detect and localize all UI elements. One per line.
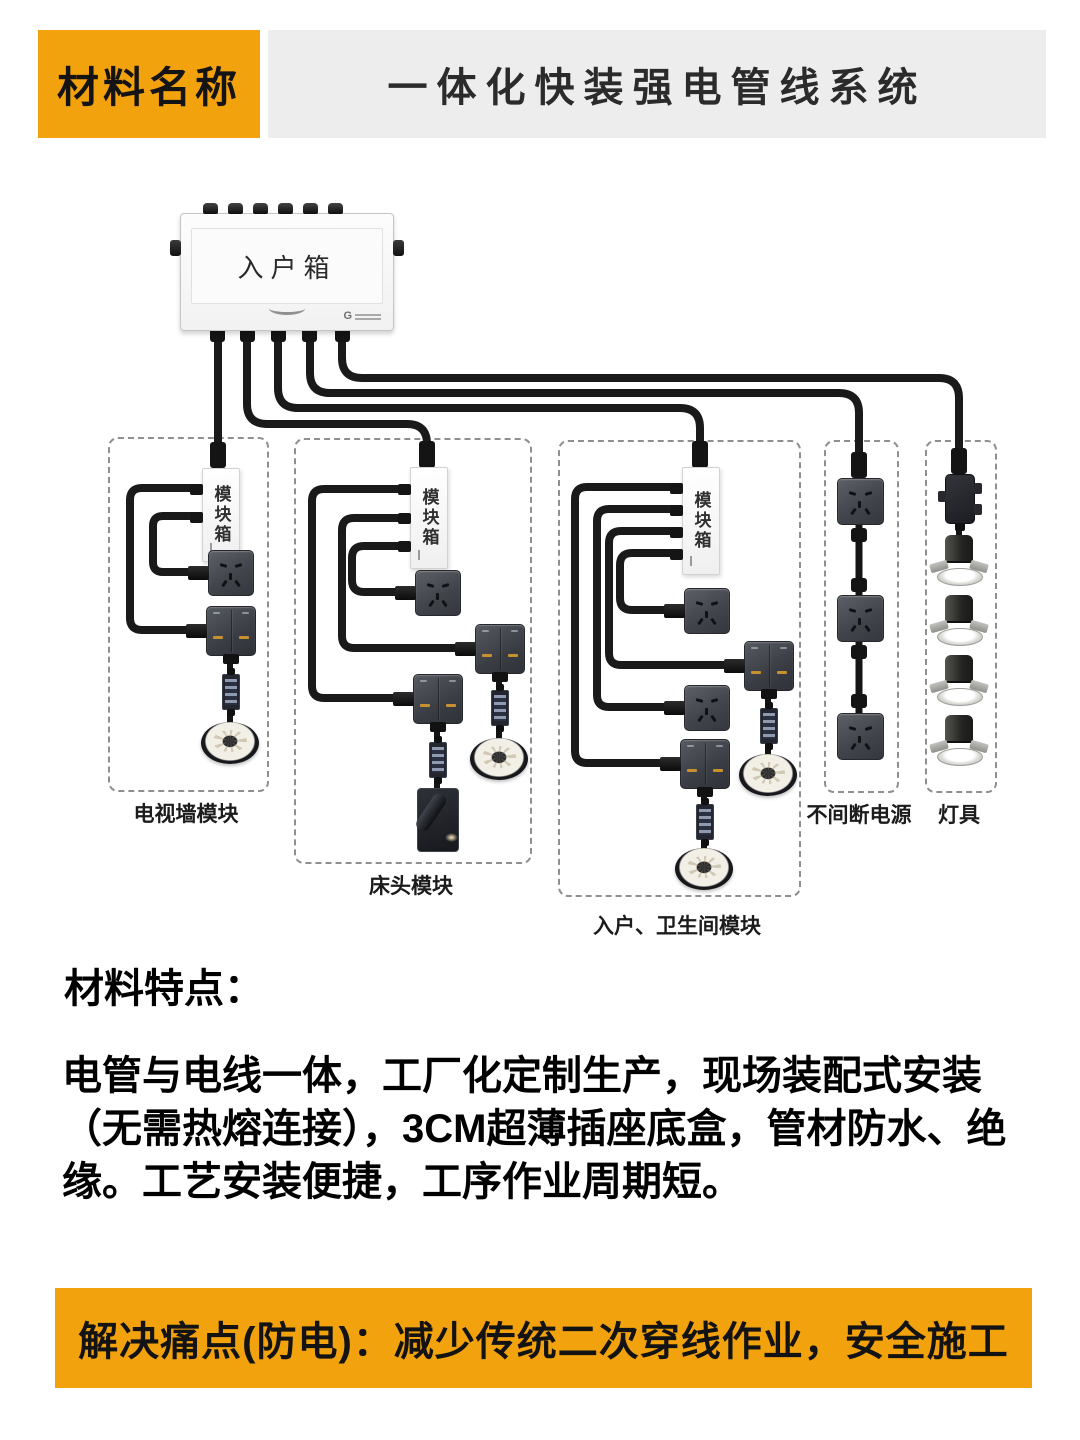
connector-nub-icon	[190, 484, 203, 495]
plug-connector-icon	[186, 624, 207, 638]
group-label-bedside: 床头模块	[369, 875, 453, 898]
led-driver	[760, 702, 778, 750]
connector-nub-icon	[670, 527, 683, 538]
socket-outlet-ups	[837, 478, 884, 525]
led-strip-coil	[470, 738, 528, 780]
socket-outlet	[664, 685, 730, 731]
connector-nub-icon	[253, 203, 268, 214]
connector-nub-icon	[430, 722, 446, 732]
connector-nub-icon	[303, 203, 318, 214]
led-strip-coil	[675, 848, 733, 890]
connector-nub-icon	[398, 541, 411, 552]
plug-connector-icon	[660, 757, 681, 771]
socket-outlet-ups	[837, 713, 884, 760]
connector-nub-icon	[670, 549, 683, 560]
features-heading: 材料特点：	[64, 967, 264, 1011]
led-driver	[429, 736, 447, 784]
connector-nub-icon	[190, 512, 203, 523]
connector-nub-icon	[955, 523, 965, 531]
downlight	[929, 595, 989, 646]
module-box-tv-wall: 模块箱	[190, 468, 240, 562]
material-name-tag: 材料名称	[38, 30, 260, 138]
switch-panel	[393, 674, 463, 732]
connector-nub-icon	[492, 672, 508, 682]
features-line-3: 缘。工艺安装便捷，工序作业周期短。	[62, 1160, 742, 1204]
connector-nub-icon	[398, 513, 411, 524]
handle-arc-icon	[269, 302, 305, 315]
entry-box-label: 入户箱	[237, 252, 337, 283]
group-label-entry-bathroom: 入户、卫生间模块	[593, 915, 761, 938]
plug-connector-icon	[395, 586, 416, 600]
connector-nub-icon	[697, 787, 713, 797]
group-label-tv-wall: 电视墙模块	[133, 803, 239, 826]
module-box-bedside: 模块箱	[398, 467, 448, 569]
led-driver	[491, 684, 509, 732]
brand-logo-icon: G	[343, 311, 381, 322]
page-title: 一体化快装强电管线系统	[268, 30, 1046, 138]
lamp-glow-icon	[445, 833, 458, 842]
switch-panel	[186, 606, 256, 664]
connector-nub-icon	[761, 689, 777, 699]
lamp-head-icon	[413, 790, 449, 834]
group-box-tv-wall	[108, 437, 269, 792]
features-line-2: （无需热熔连接），3CM超薄插座底盒，管材防水、绝	[62, 1107, 1007, 1151]
group-label-lamps: 灯具	[938, 804, 980, 827]
features-paragraph: 电管与电线一体，工厂化定制生产，现场装配式安装 （无需热熔连接），3CM超薄插座…	[62, 1050, 1032, 1209]
socket-outlet	[395, 570, 461, 616]
downlight	[929, 715, 989, 766]
plug-connector-icon	[664, 604, 685, 618]
led-strip-coil	[201, 722, 259, 764]
module-box-label: 模块箱	[211, 485, 231, 545]
led-strip-coil	[739, 754, 797, 796]
socket-outlet-ups	[837, 595, 884, 642]
connector-nub-icon	[670, 483, 683, 494]
plug-connector-icon	[188, 566, 209, 580]
bedside-reading-lamp	[413, 788, 459, 852]
connector-nub-icon	[223, 654, 239, 664]
module-box-label: 模块箱	[691, 491, 711, 551]
entry-box-panel: 入户箱	[191, 228, 383, 304]
connector-nub-icon	[670, 505, 683, 516]
switch-panel	[724, 641, 794, 699]
socket-outlet	[188, 550, 254, 596]
downlight	[929, 655, 989, 706]
connector-nub-icon	[398, 484, 411, 495]
lamp-junction-box	[938, 474, 982, 531]
led-driver	[696, 798, 714, 846]
led-driver	[222, 668, 240, 716]
group-label-ups: 不间断电源	[806, 804, 912, 827]
painpoint-banner: 解决痛点(防电)：减少传统二次穿线作业，安全施工	[55, 1288, 1032, 1388]
module-box-label: 模块箱	[419, 488, 439, 548]
connector-nub-icon	[170, 240, 181, 256]
connector-nub-icon	[328, 203, 343, 214]
plug-connector-icon	[724, 659, 745, 673]
switch-panel	[660, 739, 730, 797]
switch-panel	[455, 624, 525, 682]
connector-nub-icon	[393, 240, 404, 256]
connector-nub-icon	[203, 203, 218, 214]
entry-distribution-box: 入户箱 G	[170, 203, 404, 331]
downlight	[929, 535, 989, 586]
plug-connector-icon	[393, 692, 414, 706]
socket-outlet	[664, 588, 730, 634]
features-line-1: 电管与电线一体，工厂化定制生产，现场装配式安装	[62, 1054, 982, 1098]
plug-connector-icon	[664, 701, 685, 715]
module-box-entry-bathroom: 模块箱	[670, 467, 720, 575]
connector-nub-icon	[278, 203, 293, 214]
connector-nub-icon	[228, 203, 243, 214]
plug-connector-icon	[455, 642, 476, 656]
